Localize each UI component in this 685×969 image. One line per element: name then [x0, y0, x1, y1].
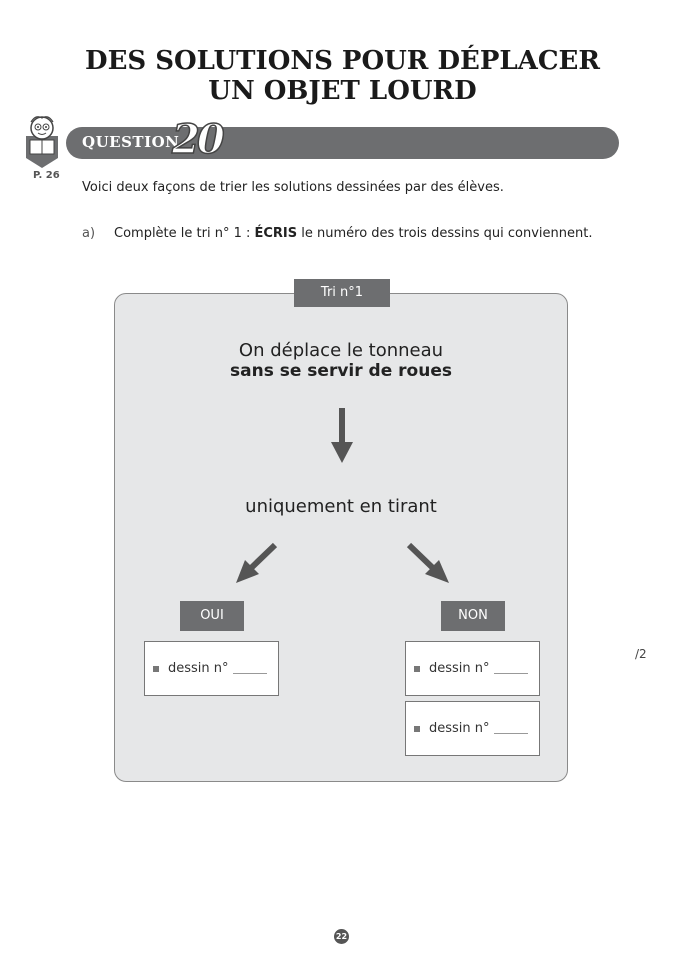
page-title: DES SOLUTIONS POUR DÉPLACER UN OBJET LOU…: [0, 46, 685, 106]
instruction-a: a) Complète le tri n° 1 : ÉCRIS le numéro…: [82, 226, 592, 241]
instruction-letter: a): [82, 226, 96, 241]
instruction-text-bold: ÉCRIS: [254, 226, 298, 241]
bullet-square-icon: [414, 726, 420, 732]
sort-tab: Tri n°1: [294, 279, 390, 307]
intro-text: Voici deux façons de trier les solutions…: [82, 180, 504, 195]
yes-answer-box[interactable]: dessin n°: [144, 641, 279, 696]
bullet-square-icon: [414, 666, 420, 672]
answer-blank[interactable]: [493, 673, 528, 674]
instruction-text-after: le numéro des trois dessins qui convienn…: [297, 226, 593, 241]
score: /2: [635, 647, 647, 661]
page-title-line2: UN OBJET LOURD: [208, 76, 477, 106]
no-answer-box-1[interactable]: dessin n°: [405, 641, 540, 696]
answer-label: dessin n°: [168, 661, 267, 676]
answer-label: dessin n°: [429, 721, 528, 736]
answer-blank[interactable]: [232, 673, 267, 674]
sort-line2: sans se servir de roues: [230, 361, 452, 381]
answer-text: dessin n°: [429, 661, 490, 676]
bullet-square-icon: [153, 666, 159, 672]
page-number: 22: [334, 929, 349, 944]
instruction-text-before: Complète le tri n° 1 :: [114, 226, 255, 241]
answer-label: dessin n°: [429, 661, 528, 676]
sort-line3: uniquement en tirant: [245, 496, 437, 517]
answer-text: dessin n°: [429, 721, 490, 736]
question-bar: [66, 127, 619, 159]
reading-mascot-icon: [26, 116, 58, 168]
question-number: 20: [171, 116, 225, 163]
no-tag: NON: [441, 601, 505, 631]
sort-panel: [114, 293, 568, 782]
down-right-arrow-icon: [406, 542, 449, 583]
answer-blank[interactable]: [493, 733, 528, 734]
sort-line1: On déplace le tonneau: [238, 340, 444, 361]
yes-tag: OUI: [180, 601, 244, 631]
down-left-arrow-icon: [236, 542, 278, 583]
question-label: QUESTION: [82, 133, 180, 151]
page-reference: P. 26: [33, 170, 60, 181]
no-answer-box-2[interactable]: dessin n°: [405, 701, 540, 756]
down-arrow-icon: [331, 408, 353, 463]
page-title-line1: DES SOLUTIONS POUR DÉPLACER: [85, 46, 600, 76]
answer-text: dessin n°: [168, 661, 229, 676]
